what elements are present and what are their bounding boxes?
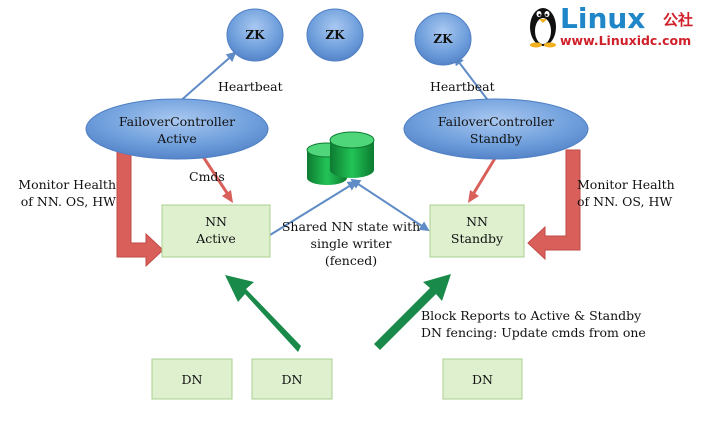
nn-active-label: NN Active <box>162 213 270 247</box>
zk-label-1: ZK <box>245 28 265 42</box>
nn-active-line1: NN <box>205 214 227 229</box>
cmds-arrow-right <box>470 154 499 197</box>
logo-cn: 公社 <box>663 11 694 29</box>
cmds-arrowhead-left <box>222 190 233 203</box>
block-reports-label: Block Reports to Active & Standby DN fen… <box>421 307 646 341</box>
nn-standby-line1: NN <box>466 214 488 229</box>
nn-standby-line2: Standby <box>450 231 504 246</box>
failover-controller-active <box>85 98 269 160</box>
dn-label-1: DN <box>181 372 203 387</box>
zk-label-3: ZK <box>433 32 453 46</box>
failover-standby-line1: FailoverController <box>437 114 555 129</box>
nn-standby-box <box>429 204 525 258</box>
shared-line2: single writer <box>310 236 392 251</box>
block-line1: Block Reports to Active & Standby <box>421 308 642 323</box>
failover-controller-standby <box>403 98 589 160</box>
dn-box-3 <box>442 358 523 400</box>
monitor-left-line2: of NN. OS, HW <box>20 194 116 209</box>
zk-label-2: ZK <box>325 28 345 42</box>
failover-active-label: FailoverController Active <box>96 113 258 147</box>
monitor-arrow-right <box>527 149 581 261</box>
monitor-arrow-left <box>116 149 164 268</box>
logo-word: Linux <box>560 2 646 35</box>
failover-active-line2: Active <box>157 131 197 146</box>
monitor-right-line2: of NN. OS, HW <box>577 194 673 209</box>
zk-node-1 <box>226 8 284 62</box>
shared-line3: (fenced) <box>324 253 378 268</box>
monitor-left-line1: Monitor Health <box>18 177 116 192</box>
block-arrow-left <box>225 275 301 352</box>
failover-standby-label: FailoverController Standby <box>415 113 577 147</box>
heartbeat-label-right: Heartbeat <box>430 79 495 94</box>
shared-line-left <box>269 180 358 236</box>
monitor-label-left: Monitor Health of NN. OS, HW <box>10 176 116 210</box>
dn-label-2: DN <box>281 372 303 387</box>
heartbeat-line-right <box>453 55 491 104</box>
block-arrow-right <box>374 274 451 350</box>
shared-storage-icon <box>306 131 375 185</box>
zk-node-3 <box>414 12 472 66</box>
zk-node-2 <box>306 8 364 62</box>
shared-line1: Shared NN state with <box>281 219 421 234</box>
nn-active-box <box>161 204 271 258</box>
heartbeat-label-left: Heartbeat <box>218 79 283 94</box>
cmds-arrow-left <box>200 154 231 197</box>
cmds-label: Cmds <box>189 169 225 184</box>
block-line2: DN fencing: Update cmds from one <box>421 325 646 340</box>
nn-active-line2: Active <box>196 231 236 246</box>
failover-standby-line2: Standby <box>469 131 523 146</box>
dn-label-3: DN <box>472 372 493 387</box>
heartbeat-line-left <box>177 51 237 104</box>
dn-box-1 <box>151 358 233 400</box>
nn-standby-label: NN Standby <box>430 213 524 247</box>
shared-state-label: Shared NN state with single writer (fenc… <box>278 218 424 269</box>
logo-url: www.Linuxidc.com <box>560 33 692 48</box>
linuxidc-logo: Linux 公社 www.Linuxidc.com <box>520 0 701 48</box>
monitor-right-line1: Monitor Health <box>577 177 675 192</box>
dn-box-2 <box>251 358 333 400</box>
monitor-label-right: Monitor Health of NN. OS, HW <box>577 176 675 210</box>
cmds-arrowhead-right <box>468 190 479 203</box>
failover-active-line1: FailoverController <box>118 114 236 129</box>
tux-logo-icon <box>530 8 556 48</box>
shared-line-right <box>350 178 430 232</box>
